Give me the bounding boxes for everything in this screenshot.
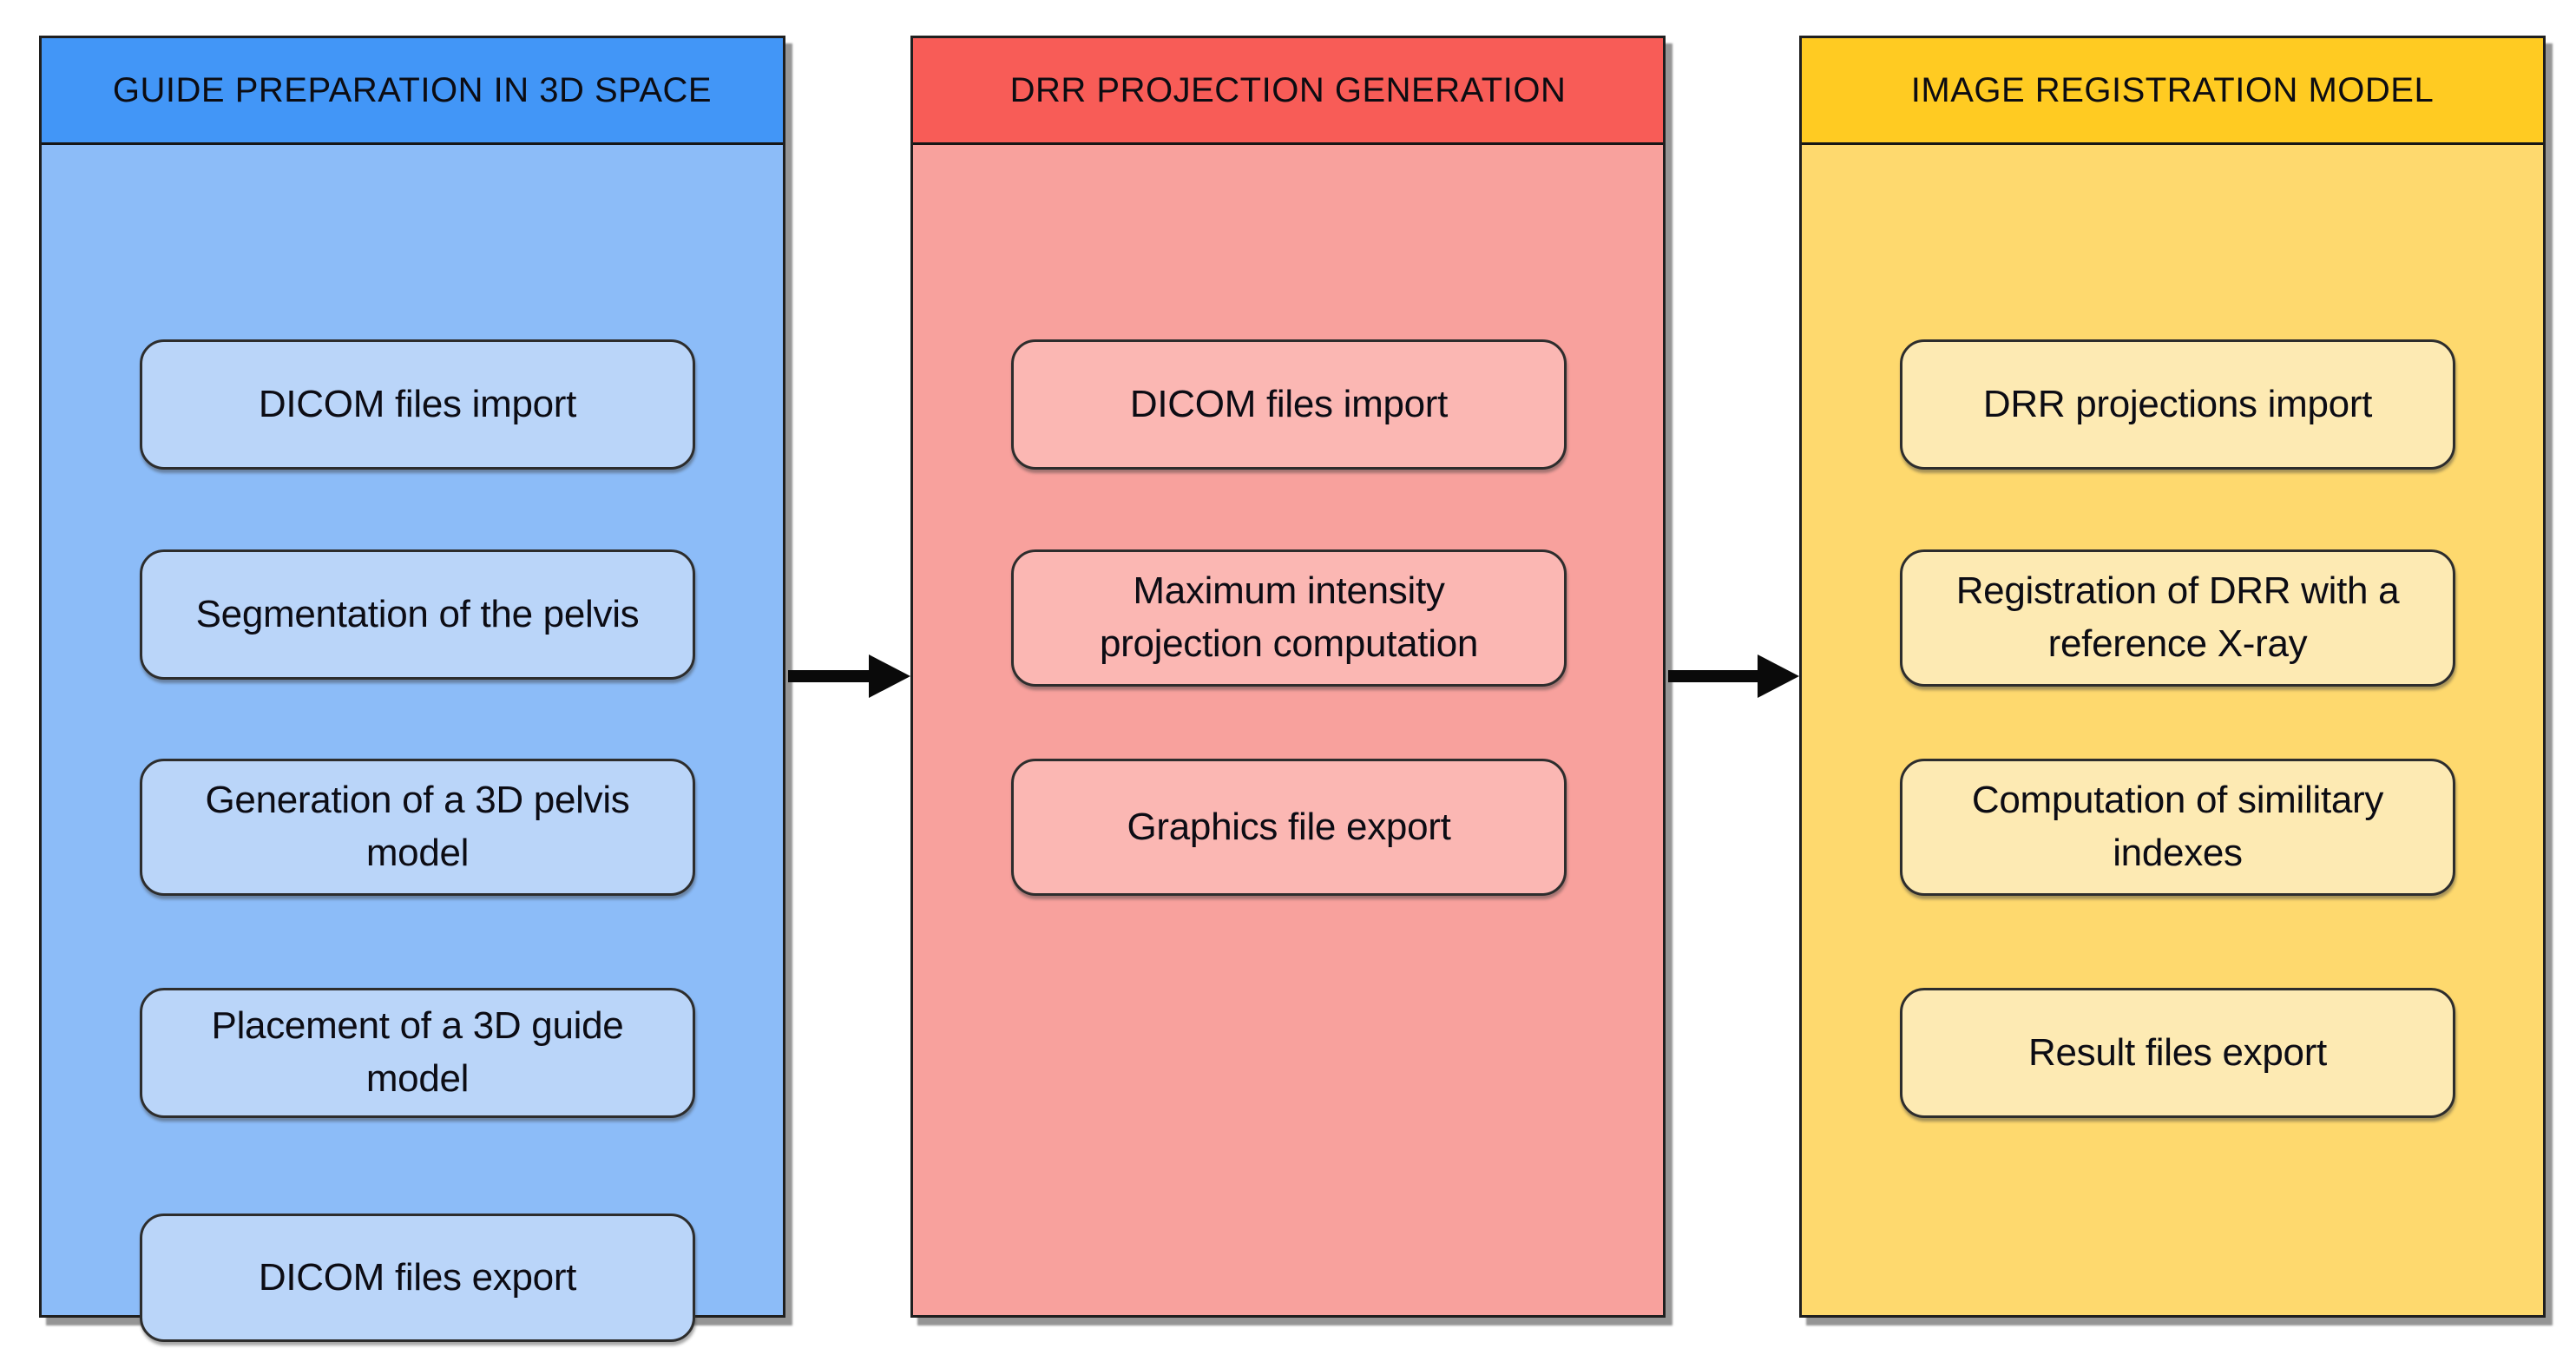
flow-arrow-1 [788,654,910,698]
box-label: Registration of DRR with a reference X-r… [1955,569,2400,665]
process-box-generation-3d-pelvis-model: Generation of a 3D pelvis model [140,759,695,896]
process-box-computation-similitary-indexes: Computation of similitary indexes [1900,759,2455,896]
column-guide-preparation: GUIDE PREPARATION IN 3D SPACE DICOM file… [39,36,785,1342]
process-box-dicom-files-import: DICOM files import [140,339,695,470]
column-image-registration-model: IMAGE REGISTRATION MODEL DRR projections… [1799,36,2546,1318]
process-box-result-files-export: Result files export [1900,988,2455,1118]
column-title: IMAGE REGISTRATION MODEL [1910,70,2435,109]
column-title: GUIDE PREPARATION IN 3D SPACE [112,70,713,109]
column-header-drr-projection-generation: DRR PROJECTION GENERATION [913,38,1663,145]
box-label: Maximum intensity projection computation [1099,569,1479,665]
process-box-registration-drr-reference-xray: Registration of DRR with a reference X-r… [1900,549,2455,687]
column-body-guide-preparation: DICOM files import Segmentation of the p… [42,145,783,1342]
process-box-dicom-files-export: DICOM files export [140,1214,695,1342]
arrow-shaft [788,670,871,682]
process-box-dicom-files-import-2: DICOM files import [1011,339,1567,470]
box-label: Generation of a 3D pelvis model [205,779,630,874]
process-box-drr-projections-import: DRR projections import [1900,339,2455,470]
column-body-image-registration-model: DRR projections import Registration of D… [1802,145,2543,1315]
column-header-image-registration-model: IMAGE REGISTRATION MODEL [1802,38,2543,145]
box-label: DICOM files import [258,382,577,425]
box-label: Placement of a 3D guide model [211,1004,624,1100]
box-label: Segmentation of the pelvis [195,592,640,635]
column-body-drr-projection-generation: DICOM files import Maximum intensity pro… [913,145,1663,1315]
column-header-guide-preparation: GUIDE PREPARATION IN 3D SPACE [42,38,783,145]
arrow-right-icon [869,654,910,698]
box-label: DRR projections import [1982,382,2373,425]
arrow-shaft [1668,670,1759,682]
process-box-graphics-file-export: Graphics file export [1011,759,1567,896]
process-box-segmentation-of-pelvis: Segmentation of the pelvis [140,549,695,680]
box-label: Computation of similitary indexes [1971,779,2384,874]
box-label: Graphics file export [1127,805,1451,848]
process-box-placement-3d-guide-model: Placement of a 3D guide model [140,988,695,1118]
box-label: Result files export [2027,1030,2327,1074]
column-drr-projection-generation: DRR PROJECTION GENERATION DICOM files im… [910,36,1666,1318]
flow-arrow-2 [1668,654,1799,698]
box-label: DICOM files export [258,1255,577,1299]
process-box-maximum-intensity-projection: Maximum intensity projection computation [1011,549,1567,687]
arrow-right-icon [1758,654,1799,698]
column-title: DRR PROJECTION GENERATION [1009,70,1567,109]
box-label: DICOM files import [1129,382,1449,425]
